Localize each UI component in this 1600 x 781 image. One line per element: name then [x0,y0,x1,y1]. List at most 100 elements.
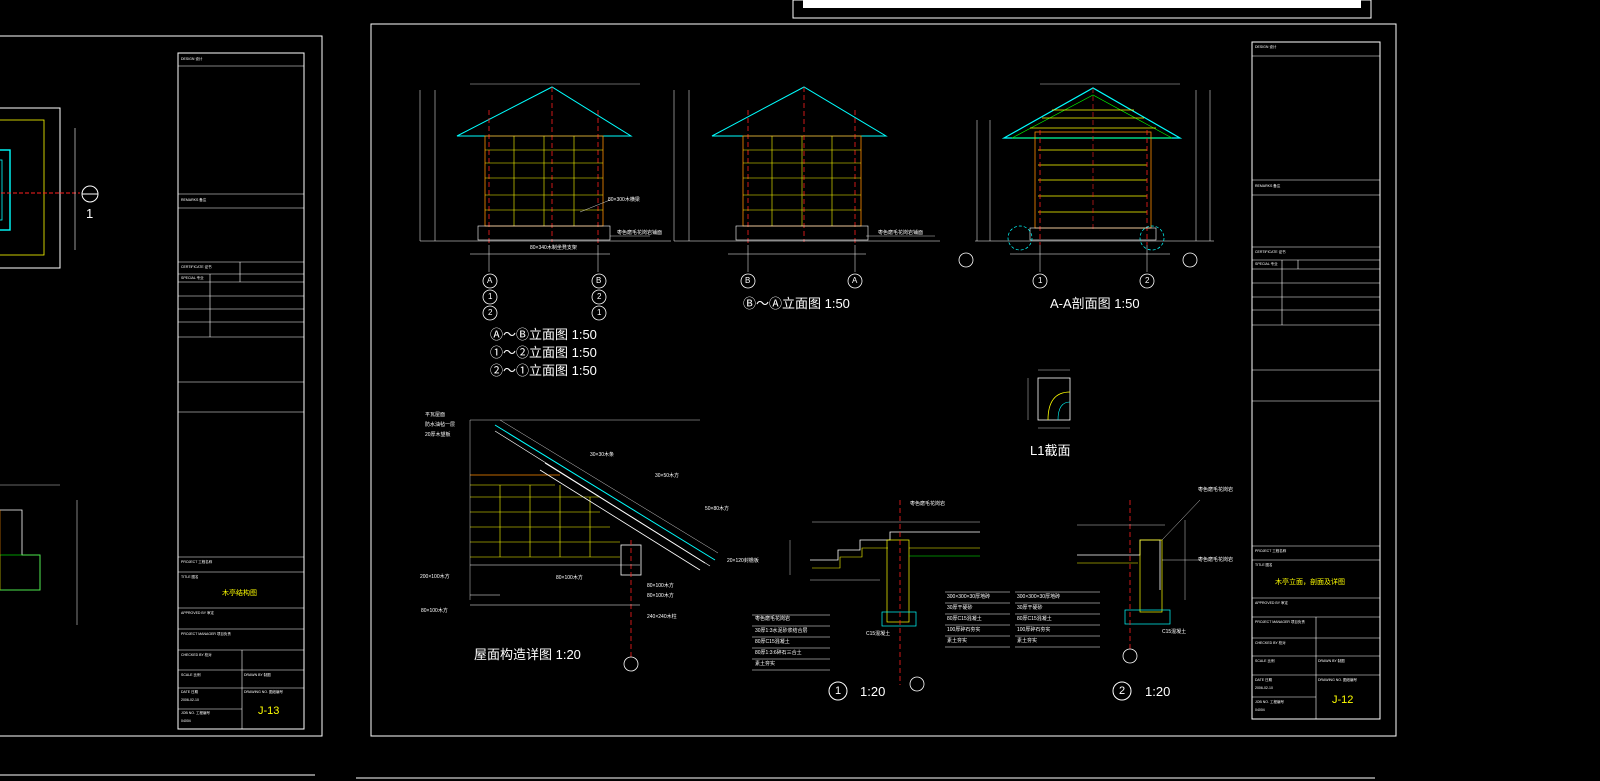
view-title-detail-2: 1:20 [1145,684,1171,699]
annot-beam-4: 80×100木方 [647,583,674,589]
axis-label-a: A [487,276,493,285]
view-title-elev-ba: Ⓑ～Ⓐ立面图 1:50 [743,296,850,311]
main-field-jobno: JOB NO. 工程编号 [1255,700,1284,704]
left-field-title: TITLE 图名 [181,575,199,579]
view-title-l1: L1截面 [1030,443,1071,458]
left-field-project: PROJECT 工程名称 [181,560,213,564]
elevation-a-b-axis-bubbles [482,273,607,321]
annot-d2-top: 枣色磨毛花岗岩 [1198,487,1234,493]
main-field-special: SPECIAL 专业 [1255,262,1278,266]
left-section-marker-label: 1 [86,206,94,221]
left-field-certificate: CERTIFICATE 证书 [181,265,212,269]
view-title-elev-ab-1: Ⓐ～Ⓑ立面图 1:50 [490,327,597,342]
axis-label-b2: B [745,276,751,285]
annot-roof-2: 防水油毡一层 [425,422,456,428]
main-job-value: 04004 [1255,708,1265,712]
annot-d1-g: 300×300×30厚地砖 [947,594,991,600]
annot-d1-n: 80厚C15混凝土 [1017,616,1052,622]
annot-rafter-4: 20×120封檐板 [727,558,759,564]
annot-beam-7: 80×100木方 [421,608,448,614]
elevation-a-b [419,83,671,272]
left-field-jobno: JOB NO. 工程编号 [181,711,210,715]
annot-d1-a: 枣色磨毛花岗岩 [755,616,791,622]
main-field-title: TITLE 图名 [1255,563,1273,567]
detail-1-number: 1 [835,685,842,697]
sheet-main-frame [370,23,1397,737]
main-field-drawn: DRAWN BY 制图 [1318,659,1345,663]
main-field-remarks: REMARKS 备注 [1255,184,1281,188]
left-field-design: DESIGN 设计 [181,57,203,61]
detail-1-tables [752,591,1100,671]
elevation-b-a [673,86,940,289]
annot-roof-1: 平瓦屋面 [425,412,446,418]
annot-leg: 80×340木制坐凳支架 [530,245,577,251]
annot-d1-i: 80厚C15混凝土 [947,616,982,622]
view-title-detail-1: 1:20 [860,684,886,699]
annot-d2-b: 枣色磨毛花岗岩 [1198,557,1234,563]
annot-beam-2: 200×100木方 [420,574,450,580]
left-sheet-title: 木亭结构图 [222,590,257,597]
main-sheet-number: J-12 [1332,694,1354,706]
left-field-checked: CHECKED BY 校对 [181,653,212,657]
main-field-drawingno: DRAWING NO. 图纸编号 [1318,678,1357,682]
axis-label-a2: A [852,276,858,285]
left-field-manager: PROJECT MANAGER 项目负责 [181,632,231,636]
annot-rafter-2: 30×50木方 [655,473,680,479]
annot-d1-f: C15混凝土 [866,631,891,637]
annot-d1-d: 80厚1:3:6碎石三合土 [755,650,802,656]
left-field-date: DATE 日期 [181,690,199,694]
view-title-elev-ab-2: ①～②立面图 1:50 [490,345,597,360]
main-field-date: DATE 日期 [1255,678,1273,682]
detail-2-number: 2 [1119,685,1126,697]
annot-d1-e: 素土夯实 [755,661,776,667]
annot-d1-k: 素土夯实 [947,638,968,644]
axis-label-2: 2 [488,308,493,317]
axis-label-2c: 2 [1145,276,1150,285]
left-job-value: 04004 [181,719,191,723]
annot-paint-2: 枣色磨毛花岗岩铺面 [878,230,924,236]
annot-beam-6: 240×240木柱 [647,614,677,620]
left-field-drawingno: DRAWING NO. 图纸编号 [244,690,283,694]
main-sheet-title: 木亭立面，剖面及详图 [1275,579,1345,586]
detail-2 [1077,499,1201,664]
left-field-remarks: REMARKS 备注 [181,198,207,202]
main-field-manager: PROJECT MANAGER 项目负责 [1255,620,1305,624]
roof-detail [469,419,719,672]
annot-rafter-3: 50×80木方 [705,506,730,512]
annot-beam-1: 80×300木横梁 [608,197,640,203]
annot-rafter-1: 30×30木条 [590,452,615,458]
annot-beam-5: 80×100木方 [647,593,674,599]
left-field-scale: SCALE 比例 [181,673,201,677]
view-title-elev-ab-3: ②～①立面图 1:50 [490,363,597,378]
annot-d1-j: 100厚碎石夯实 [947,627,981,633]
annot-roof-3: 20厚木望板 [425,432,451,438]
sheet-left [0,35,323,737]
axis-label-1b: 1 [597,308,602,317]
axis-label-1c: 1 [1038,276,1043,285]
annot-paint-1: 枣色磨毛花岗岩铺面 [617,230,663,236]
annot-d2-c: C15混凝土 [1162,629,1187,635]
annot-d1-l: 300×300×30厚地砖 [1017,594,1061,600]
annot-d1-m: 30厚干硬砂 [1017,605,1043,611]
axis-label-1: 1 [488,292,493,301]
section-a-a [958,83,1214,289]
annot-beam-3: 80×100木方 [556,575,583,581]
main-field-certificate: CERTIFICATE 证书 [1255,250,1286,254]
main-field-project: PROJECT 工程名称 [1255,549,1287,553]
view-title-roof: 屋面构造详图 1:20 [474,647,581,662]
axis-label-b: B [596,276,602,285]
main-field-design: DESIGN 设计 [1255,45,1277,49]
axis-label-2b: 2 [597,292,602,301]
annot-d1-o: 100厚碎石夯实 [1017,627,1051,633]
annot-d1-top: 枣色磨毛花岗岩 [910,501,946,507]
detail-1 [789,500,980,692]
main-field-approved: APPROVED BY 审定 [1255,601,1289,605]
left-date-value: 2006-02-10 [181,698,199,702]
main-field-scale: SCALE 比例 [1255,659,1275,663]
annot-d1-b: 30厚1:3水泥砂浆结合层 [755,628,808,634]
left-field-approved: APPROVED BY 审定 [181,611,215,615]
left-sheet-number: J-13 [258,705,280,717]
sheet-top-right-partial [792,0,1372,19]
main-field-checked: CHECKED BY 校对 [1255,641,1286,645]
